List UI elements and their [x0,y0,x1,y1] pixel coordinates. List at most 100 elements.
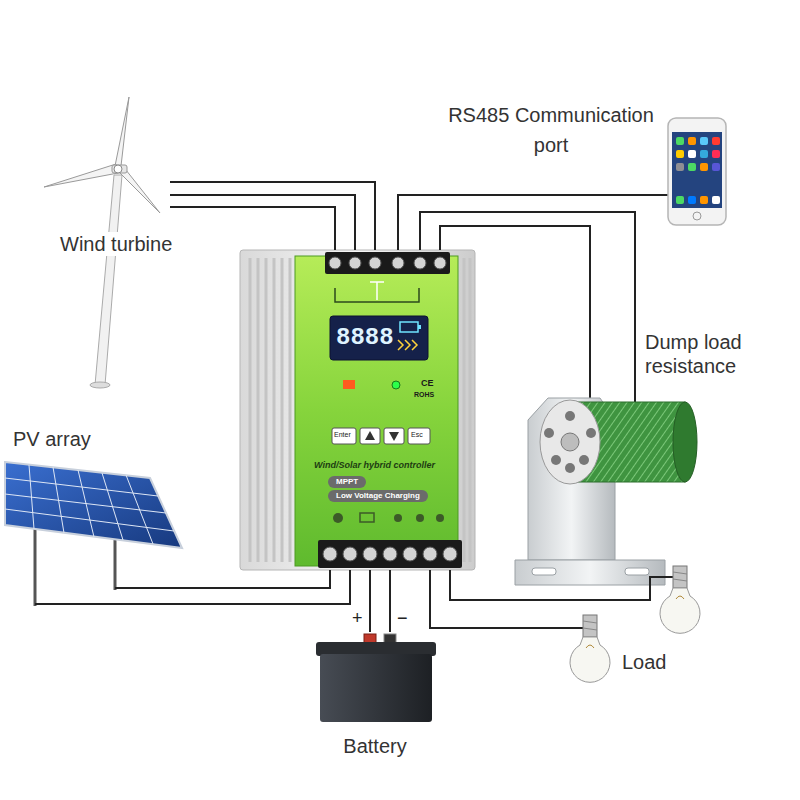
pv-panel-figure-part [34,520,37,606]
dump-load-figure-part [565,411,575,421]
buttons [332,428,430,444]
wind-turbine-figure-part [170,181,205,183]
phone-figure-part [688,137,696,145]
display-readout: 8888 [336,324,394,352]
dump-load-figure-part [561,433,579,451]
dump-load-figure-part [634,325,636,402]
controller-figure-part [412,340,417,350]
battery-figure-part [320,654,432,722]
node-label: RS485 Communication port [445,100,657,160]
buttons-part [384,428,404,444]
lamp-figures-part [570,637,610,682]
ce-mark: CE [421,378,434,389]
dump-load-figure-part [586,428,596,438]
controller-figure-part [365,431,375,440]
controller-figure-part [343,380,355,389]
cooling-fins-part [265,258,268,562]
phone-figure-part [440,194,668,196]
pv-panel-figure-part [114,535,117,590]
lamp-figures-part [560,627,583,629]
phone-figure-part [712,150,720,158]
node-label: MPPT [328,476,366,488]
dump-load-figure-part [579,455,589,465]
terminal-screws-part [363,547,377,561]
phone-figure-part [672,132,722,208]
terminal-screws-part [423,547,437,561]
phone-figure [440,118,726,225]
hybrid-controller: Wind/Solar hybrid controllerMPPTLow Volt… [240,250,475,570]
terminal-screws-part [403,547,417,561]
wind-turbine-figure-part [90,382,110,388]
wind-turbine-figure-part [112,165,127,173]
phone-figure-part [676,196,684,204]
dump-load-figure-part [532,568,556,575]
lamp-figures-part [583,621,597,623]
wind-turbine-figure-part [170,194,205,196]
dump-load-figure-part [551,455,561,465]
battery: Battery [312,632,442,765]
lamp-figures-part [560,577,673,600]
polarity-mark: − [397,608,408,630]
phone-figure-part [693,212,701,220]
buttons-part [332,428,356,444]
controller-figure-part [400,322,418,332]
phone-figure-part [668,118,726,225]
terminal-screws-part [369,257,381,269]
load-lamps: Load [560,560,715,690]
phone-figure-part [712,137,720,145]
lamp-figures-part [673,566,687,588]
pv-panel-figure-part [115,587,185,589]
phone-figure-part [688,150,696,158]
lamp-figures-part [660,588,700,633]
dump-load-figure-part [625,568,649,575]
button-label: Enter [334,431,351,439]
phone-figure-part [712,163,720,171]
terminal-screws [329,257,446,269]
terminal-screws-part [392,257,404,269]
battery-figure-part [316,642,436,656]
node-label: PV array [13,427,91,451]
wind-turbine: Wind turbine [40,90,205,392]
controller-figure-part [325,252,450,274]
lamp-figures-part [673,572,687,574]
lamp-figures-part [676,596,684,599]
panel-grid-part [5,494,166,513]
dump-load-figure-part [565,463,575,473]
dump-load-figure-part [673,402,697,482]
phone-figure-part [688,163,696,171]
lamp-figures-part [583,615,597,637]
controller-figure-part [360,513,374,522]
dump-load-figure-part [515,560,665,585]
controller-figure [240,250,475,570]
wire [205,182,375,250]
controller-figure-part [418,325,421,329]
cooling-fins-part [281,258,284,562]
polarity-mark: + [352,608,363,630]
node-label: Low Voltage Charging [328,490,428,502]
cooling-fins-part [249,258,252,562]
controller-figure-part [416,514,424,522]
terminal-screws-part [329,257,341,269]
controller-figure-part [398,340,403,350]
terminal-screws-part [323,547,337,561]
cooling-fins-part [273,258,276,562]
wind-turbine-figure-part [95,175,122,385]
cooling-fins-part [257,258,260,562]
lamp-figures-part [673,579,687,581]
controller-figure-part [436,514,444,522]
controller-figure-part [370,281,384,283]
phone-figure-part [676,137,684,145]
pv-panel-figure-part [5,462,182,548]
lamp-figures-part [586,645,594,648]
node-label: Load [622,650,667,674]
wire [430,570,560,628]
dump-load-figure-part [589,325,591,402]
panel-grid-part [5,509,174,531]
phone-figure-part [688,196,696,204]
wire [420,212,635,325]
pv-panel-figure-part [35,603,185,605]
phone-figure-part [700,163,708,171]
